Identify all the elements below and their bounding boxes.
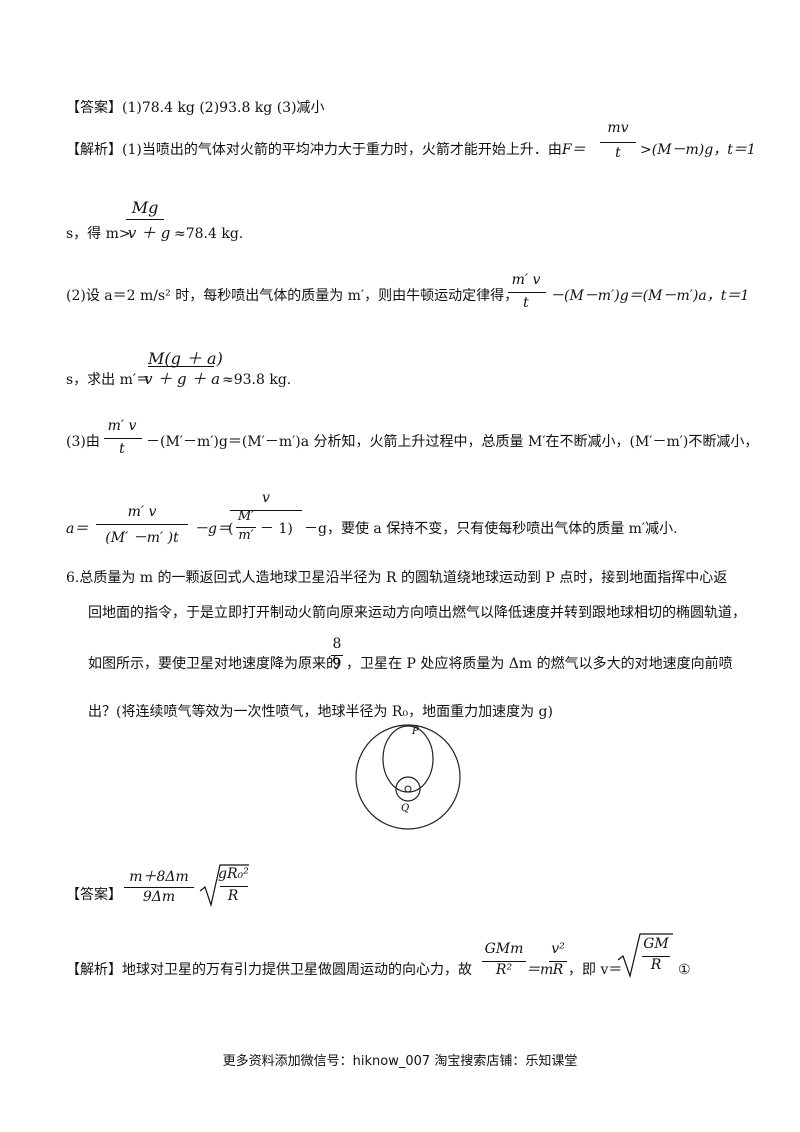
formula-rest: >(M－m)g，t＝1	[640, 142, 756, 158]
analysis-label: 【解析】	[66, 142, 122, 158]
analysis-line-1: 【解析】(1)当喷出的气体对火箭的平均冲力大于重力时，火箭才能开始上升．由F＝	[66, 140, 586, 160]
analysis-line-4: s，求出 m′＝	[66, 372, 151, 388]
analysis-line: 【解析】地球对卫星的万有引力提供卫星做圆周运动的向心力，故	[66, 960, 472, 980]
elliptical-orbit	[382, 725, 434, 793]
sqrt-numerator: GM	[643, 936, 669, 952]
inner-numerator: M′	[237, 509, 255, 524]
fraction-gmm-denominator: R²	[495, 962, 513, 978]
question-line-4: 出？(将连续喷气等效为一次性喷气，地球半径为 R₀，地面重力加速度为 g)	[88, 704, 553, 720]
fraction-bar	[508, 292, 546, 293]
sqrt-sign	[199, 864, 249, 908]
label-q: Q	[401, 803, 409, 814]
label-p: P	[411, 726, 419, 737]
fraction-mv-denominator: t	[615, 145, 621, 161]
earth-circle	[395, 776, 421, 802]
analysis-line-5: －(M′－m′)g＝(M′－m′)a 分析知，火箭上升过程中，总质量 M′在不断…	[146, 434, 759, 450]
fraction-denominator: t	[119, 441, 125, 457]
paren-open: (	[228, 521, 234, 537]
question-line-2: 回地面的指令，于是立即打开制动火箭向原来运动方向喷出燃气以降低速度并转到跟地球相…	[88, 605, 746, 621]
fraction-v2-denominator: R	[552, 962, 564, 978]
fraction-bar	[600, 142, 636, 143]
formula-rest: －(M－m′)g＝(M－m′)a，t＝1	[550, 288, 750, 304]
denominator-tail: － 1)	[260, 521, 293, 537]
formula-a: a＝	[66, 521, 89, 537]
fraction-bar	[124, 887, 194, 888]
fraction-gmm-numerator: GMm	[484, 941, 524, 957]
answer-text: (1)78.4 kg (2)93.8 kg (3)减小	[122, 100, 325, 116]
fraction-9-denominator: 9	[332, 656, 342, 672]
fraction-bar	[148, 366, 214, 367]
answer-line: 【答案】(1)78.4 kg (2)93.8 kg (3)减小	[66, 98, 325, 118]
orbit-figure: P Q	[355, 724, 461, 830]
fraction-numerator: m′ v	[511, 272, 541, 288]
fraction-denominator: t	[523, 295, 529, 311]
formula-mid: －g＝	[194, 521, 231, 537]
question-line-3: 如图所示，要使卫星对地速度降为原来的	[88, 656, 340, 672]
fraction-bar	[642, 956, 670, 957]
question-line-3-rest: ，卫星在 P 处应将质量为 Δm 的燃气以多大的对地速度向前喷	[346, 656, 733, 672]
answer-label: 【答案】	[66, 887, 122, 903]
fraction-bar	[96, 524, 188, 525]
result-text: ≈93.8 kg.	[222, 372, 292, 388]
sqrt-sign	[617, 933, 673, 979]
earth-center	[404, 785, 412, 793]
fraction-bar	[331, 655, 343, 656]
result-text: ≈78.4 kg.	[174, 226, 244, 242]
fraction-numerator: M(g ＋ a)	[148, 349, 223, 368]
fraction-mv-numerator: mv	[607, 120, 629, 136]
equals-m: ＝m	[526, 962, 554, 978]
fraction-v-numerator: v	[262, 490, 270, 506]
circular-orbit	[355, 724, 461, 830]
answer-numerator: m＋8Δm	[129, 869, 189, 885]
analysis-line-6: －g，要使 a 保持不变，只有使每秒喷出气体的质量 m′减小.	[304, 521, 678, 537]
fraction-mg-numerator: Mg	[131, 198, 159, 217]
fraction-bar	[482, 961, 526, 962]
analysis-text: (1)当喷出的气体对火箭的平均冲力大于重力时，火箭才能开始上升．由	[122, 142, 562, 158]
analysis-line-5-pre: (3)由	[66, 434, 100, 450]
sqrt-denominator: R	[650, 957, 662, 973]
inner-fraction-bar	[236, 527, 256, 528]
sqrt-denominator: R	[227, 888, 239, 904]
fraction-8-numerator: 8	[332, 636, 342, 652]
analysis-line-2: s，得 m>	[66, 226, 131, 242]
circled-number: ①	[678, 962, 691, 978]
fraction-denominator: (M′ －m′ )t	[105, 530, 179, 546]
fraction-denominator: v ＋ g ＋ a	[144, 370, 221, 388]
answer-label: 【答案】	[66, 100, 122, 116]
fraction-numerator: m′ v	[127, 504, 157, 520]
fraction-v2-numerator: v²	[551, 941, 565, 957]
answer-denominator: 9Δm	[142, 889, 176, 905]
fraction-bar	[220, 886, 248, 887]
analysis-text: 地球对卫星的万有引力提供卫星做圆周运动的向心力，故	[122, 962, 472, 978]
analysis-label: 【解析】	[66, 962, 122, 978]
footer-text: 更多资料添加微信号：hiknow_007 淘宝搜索店铺：乐知课堂	[222, 1054, 578, 1069]
fraction-numerator: m′ v	[107, 418, 137, 434]
fraction-bar	[126, 219, 164, 220]
fraction-bar	[104, 438, 142, 439]
fraction-mg-denominator: v ＋ g	[127, 224, 171, 242]
analysis-line-3: (2)设 a＝2 m/s² 时，每秒喷出气体的质量为 m′，则由牛顿运动定律得，	[66, 288, 519, 304]
sqrt-numerator: gR₀²	[218, 866, 249, 882]
fraction-bar	[230, 510, 302, 511]
analysis-mid: ，即 v＝	[568, 962, 623, 978]
formula-f: F＝	[561, 142, 586, 158]
inner-denominator: m′	[238, 528, 254, 543]
question-line-1: 6.总质量为 m 的一颗返回式人造地球卫星沿半径为 R 的圆轨道绕地球运动到 P…	[66, 570, 728, 586]
fraction-bar	[549, 961, 567, 962]
